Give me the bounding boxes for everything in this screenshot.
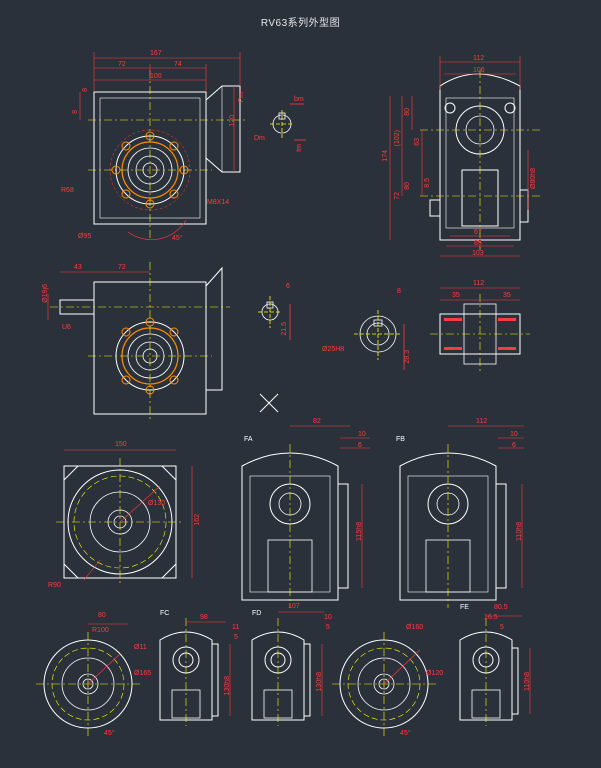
dim-fd-d2: 5 — [326, 624, 330, 631]
fb-label: FB — [396, 436, 405, 443]
circular-flange-2 — [332, 632, 436, 736]
dim-c1-dia2: Ø165 — [134, 670, 152, 677]
fc-view — [159, 618, 231, 726]
dim-hollow-dia: Ø25H8 — [322, 346, 345, 353]
dim-main-height: 120 — [229, 115, 236, 127]
dim-c1-w: 80 — [98, 612, 106, 619]
key-detail-2 — [258, 296, 291, 340]
dim-c1-angle: 45° — [104, 730, 115, 737]
dim-side-b2: 85 — [474, 240, 482, 247]
dim-main-pm: Pm — [238, 92, 245, 103]
dim-fe-h: 110h8 — [524, 672, 531, 691]
fd-view — [251, 611, 324, 726]
fe-view — [459, 615, 531, 726]
output-shaft-view — [430, 287, 530, 372]
dim-fc-d1: 11 — [232, 624, 240, 631]
dim-flange-dia: Ø130 — [148, 500, 166, 507]
dim-main-left: 72 — [118, 61, 126, 68]
dim-main-total: 167 — [150, 50, 162, 57]
dim-fb-d1: 10 — [510, 431, 518, 438]
dim-c2-angle: 45° — [400, 730, 411, 737]
dim-main-angle: 45° — [172, 235, 183, 242]
dim-fb-w: 112 — [476, 418, 488, 425]
dim-side-hinner: (102) — [394, 130, 401, 147]
fa-view — [241, 425, 370, 608]
dim-key2-h: 21.5 — [281, 322, 288, 336]
dim-main-left-num: 8 — [72, 110, 79, 114]
dim-fe-d1: 16.5 — [484, 614, 498, 621]
dim-key-bm: bm — [294, 96, 304, 103]
dim-side-b1: 67 — [474, 229, 482, 236]
dim-fb-d2: 6 — [512, 442, 516, 449]
dim-side-htotal: 174 — [382, 150, 389, 162]
circular-flange-1 — [36, 623, 140, 736]
dim-fa-h: 115h8 — [356, 522, 363, 541]
dim-main-right: 74 — [174, 61, 182, 68]
dim-side-h3: 72 — [394, 192, 401, 200]
dim-fd-d1: 10 — [324, 614, 332, 621]
dim-flange-w: 150 — [115, 441, 127, 448]
dim-c1-r: R100 — [92, 627, 109, 634]
fb-view — [399, 425, 524, 608]
side-view — [389, 56, 540, 257]
dim-fb-h: 110h8 — [516, 522, 523, 541]
square-flange-view — [56, 449, 193, 586]
dim-fa-w: 82 — [313, 418, 321, 425]
key-detail-1 — [270, 103, 306, 141]
hollow-shaft-detail — [354, 310, 405, 370]
dim-side-h2: 63 — [414, 138, 421, 146]
dim-c2-dia1: Ø160 — [406, 624, 424, 631]
dim-key-dm: Dm — [254, 135, 265, 142]
dim-fa-d2: 6 — [358, 442, 362, 449]
dim-fd-h: 130h8 — [316, 672, 323, 692]
dim-main-bolt: M8X14 — [207, 199, 230, 206]
dim-main-dia: Ø95 — [78, 233, 92, 240]
dim-input-key: U6 — [62, 324, 71, 331]
input-view — [47, 262, 279, 420]
dim-shaft-left: 35 — [452, 292, 460, 299]
dim-flange-h: 162 — [194, 514, 201, 526]
dim-c1-dia1: Ø11 — [134, 644, 147, 651]
dim-hollow-h: 28.3 — [404, 350, 411, 364]
dim-c2-dia2: Ø120 — [426, 670, 444, 677]
dim-fa-d1: 10 — [358, 431, 366, 438]
dim-input-dia: Ø19j6 — [42, 284, 49, 303]
dim-side-b3: 103 — [472, 250, 484, 257]
drawing-title: RV63系列外型图 — [260, 18, 341, 29]
dim-fe-w: 80.5 — [494, 604, 508, 611]
dim-side-h4: 80 — [404, 182, 411, 190]
fa-label: FA — [244, 436, 253, 443]
dim-main-mid: 100 — [150, 73, 162, 80]
dim-side-h1: 80 — [404, 108, 411, 116]
dim-fc-d2: 5 — [234, 634, 238, 641]
dim-shaft-total: 112 — [473, 280, 485, 287]
dim-fe-d2: 5 — [500, 624, 504, 631]
dim-side-top2: 106 — [473, 67, 485, 74]
dim-input-w1: 43 — [74, 264, 82, 271]
dim-fc-w: 98 — [200, 614, 208, 621]
dim-side-top1: 112 — [473, 55, 485, 62]
dim-main-bottom-num: 8 — [82, 88, 89, 92]
dim-fd-w: 107 — [288, 603, 300, 610]
dim-fc-h: 130h8 — [224, 676, 231, 696]
dim-key2-w: 6 — [286, 283, 290, 290]
dim-shaft-right: 35 — [503, 292, 511, 299]
fc-label: FC — [160, 610, 170, 617]
main-front-view — [79, 52, 245, 240]
dim-hollow-w: 8 — [397, 288, 401, 295]
dim-flange-r: R90 — [48, 582, 61, 589]
dim-input-w2: 72 — [118, 264, 126, 271]
fe-label: FE — [460, 604, 469, 611]
dim-key-tm: tm — [296, 144, 303, 152]
fd-label: FD — [252, 610, 262, 617]
dim-side-h5: 8.5 — [424, 178, 431, 188]
dim-main-radius: R68 — [61, 187, 74, 194]
dim-side-dia: Ø80h8 — [530, 168, 537, 190]
